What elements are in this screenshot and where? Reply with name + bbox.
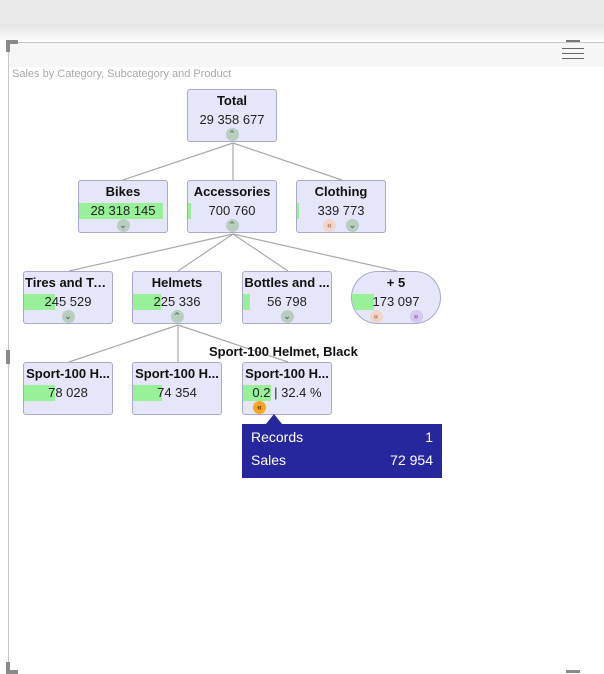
expand-icon[interactable]: ⌄	[280, 310, 294, 323]
expand-icon[interactable]: ⌄	[346, 219, 359, 232]
link-accessories-more	[232, 233, 398, 272]
node-bar	[133, 294, 161, 310]
node-label: Clothing	[314, 184, 368, 199]
tooltip-row-records: Records 1	[251, 429, 433, 449]
node-label: + 5	[386, 275, 406, 290]
node-bar	[352, 294, 374, 310]
expand-icon[interactable]: ⌄	[61, 310, 75, 323]
expand-icon[interactable]: ⌄	[116, 219, 130, 232]
resize-handle-bottom-left[interactable]	[6, 662, 18, 674]
resize-handle-top-left[interactable]	[6, 40, 18, 52]
node-value: 74 354	[157, 385, 197, 400]
node-bar	[24, 385, 55, 401]
visual-title: Sales by Category, Subcategory and Produ…	[12, 68, 232, 80]
node-clothing[interactable]: Clothing 339 773 « ⌄	[296, 180, 386, 233]
node-label: Bottles and ...	[244, 275, 330, 290]
node-more-group[interactable]: + 5 173 097 « »	[351, 271, 441, 324]
previous-page-icon[interactable]: «	[323, 219, 336, 232]
tooltip-key: Records	[251, 429, 304, 445]
node-bottles-and-cages[interactable]: Bottles and ... 56 798 ⌄	[242, 271, 332, 324]
node-bar	[243, 385, 271, 401]
node-label: Tires and Tu...	[25, 275, 112, 290]
window-top-bar	[0, 0, 604, 24]
node-bar	[79, 203, 163, 219]
next-page-icon[interactable]: »	[409, 310, 423, 323]
node-value: 339 773	[317, 203, 365, 218]
node-value: 28 318 145	[90, 203, 156, 218]
tooltip-value: 1	[425, 429, 433, 445]
node-bar	[133, 385, 162, 401]
tooltip: Records 1 Sales 72 954	[242, 424, 442, 478]
node-sport-100-helmet-1[interactable]: Sport-100 H... 78 028	[23, 362, 113, 415]
node-bar	[243, 294, 250, 310]
visual-header-band	[9, 43, 604, 67]
node-bikes[interactable]: Bikes 28 318 145 ⌄	[78, 180, 168, 233]
node-helmets[interactable]: Helmets 225 336 ⌃	[132, 271, 222, 324]
visual-frame-top	[8, 42, 604, 43]
node-label: Bikes	[105, 184, 141, 199]
resize-handle-left[interactable]	[6, 350, 10, 364]
node-label: Sport-100 H...	[135, 366, 219, 381]
node-sport-100-helmet-2[interactable]: Sport-100 H... 74 354	[132, 362, 222, 415]
node-bar	[188, 203, 191, 219]
link-total-clothing	[232, 142, 343, 181]
top-bar-shadow	[0, 24, 604, 42]
node-accessories[interactable]: Accessories 700 760 ⌃	[187, 180, 277, 233]
tooltip-arrow	[266, 414, 282, 424]
node-tires-and-tubes[interactable]: Tires and Tu... 245 529 ⌄	[23, 271, 113, 324]
previous-page-icon[interactable]: «	[253, 401, 266, 414]
resize-handle-bottom[interactable]	[566, 670, 580, 673]
node-value: 0.2 | 32.4 %	[252, 385, 322, 400]
node-label: Sport-100 H...	[26, 366, 110, 381]
node-value: 245 529	[44, 294, 92, 309]
node-sport-100-helmet-black[interactable]: Sport-100 H... 0.2 | 32.4 % «	[242, 362, 332, 415]
node-value: 173 097	[372, 294, 420, 309]
node-bar	[297, 203, 299, 219]
node-value: 700 760	[208, 203, 256, 218]
node-value: 225 336	[153, 294, 201, 309]
link-total-bikes	[122, 142, 234, 181]
node-value: 78 028	[48, 385, 88, 400]
collapse-icon[interactable]: ⌃	[225, 219, 239, 232]
drag-grip-icon[interactable]	[564, 40, 582, 60]
node-label: Helmets	[151, 275, 203, 290]
node-label: Accessories	[193, 184, 271, 199]
link-accessories-bottles	[232, 233, 289, 272]
node-label: Sport-100 H...	[245, 366, 329, 381]
node-total[interactable]: Total 29 358 677 ⌃	[187, 89, 277, 142]
tooltip-key: Sales	[251, 452, 287, 468]
node-value: 56 798	[267, 294, 307, 309]
tooltip-value: 72 954	[390, 452, 433, 468]
more-options-icon[interactable]	[562, 48, 584, 62]
collapse-icon[interactable]: ⌃	[170, 310, 184, 323]
node-value: 29 358 677	[199, 112, 265, 127]
link-helmets-sport1	[68, 324, 179, 363]
previous-page-icon[interactable]: «	[369, 310, 383, 323]
tooltip-row-sales: Sales 72 954	[251, 452, 433, 472]
link-accessories-helmets	[177, 233, 234, 272]
node-label: Total	[216, 93, 248, 108]
node-bar	[24, 294, 55, 310]
hovered-node-full-label: Sport-100 Helmet, Black	[209, 344, 358, 359]
link-helmets-sport3	[177, 324, 289, 363]
link-accessories-tires	[68, 233, 234, 272]
collapse-icon[interactable]: ⌃	[225, 128, 239, 141]
